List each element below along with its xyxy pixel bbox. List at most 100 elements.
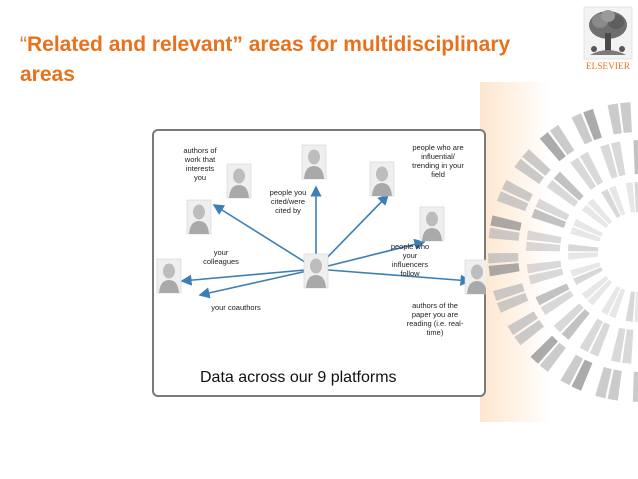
decorative-ray xyxy=(488,253,519,264)
decorative-ray xyxy=(507,311,538,335)
network-diagram xyxy=(156,144,486,299)
decorative-ray xyxy=(561,309,590,340)
decorative-ray xyxy=(497,292,529,313)
label-line: cited by xyxy=(275,206,301,215)
decorative-ray xyxy=(609,185,626,216)
label-authors-of-paper: authors of the paper you are reading (i.… xyxy=(390,301,480,337)
decorative-ray xyxy=(581,204,609,229)
decorative-ray xyxy=(581,275,609,300)
decorative-ray xyxy=(568,252,599,260)
elsevier-wordmark: ELSEVIER xyxy=(585,61,631,71)
decorative-ray xyxy=(634,291,638,322)
decorative-ray xyxy=(634,182,638,213)
decorative-ray xyxy=(539,132,566,162)
decorative-ray xyxy=(632,371,638,402)
label-line: you xyxy=(193,173,207,182)
label-colleagues: your colleagues xyxy=(186,248,256,266)
arrow-to-coauthors xyxy=(198,268,317,299)
decorative-ray xyxy=(600,143,618,179)
person-influencers-follow-icon xyxy=(419,206,445,242)
decorative-ray xyxy=(553,171,584,201)
person-center-icon xyxy=(303,253,329,289)
decorative-ray xyxy=(601,286,621,315)
title-open-quote: “ xyxy=(20,33,27,56)
decorative-ray xyxy=(526,260,562,274)
decorative-ray xyxy=(570,157,597,190)
diagram-caption: Data across our 9 platforms xyxy=(200,369,397,386)
label-line: reading (i.e. real- xyxy=(406,319,464,328)
arrow-to-authors-of-work xyxy=(212,204,317,270)
label-line: people who xyxy=(390,242,430,251)
decorative-ray xyxy=(587,198,613,225)
decorative-ray xyxy=(549,124,575,155)
decorative-ray xyxy=(589,322,611,357)
person-authors-of-work-icon xyxy=(226,163,252,199)
label-line: colleagues xyxy=(203,257,239,266)
decorative-ray xyxy=(553,303,584,333)
label-influencers-follow: people who your influencers follow xyxy=(378,242,442,278)
decorative-ray xyxy=(490,215,522,231)
decorative-ray xyxy=(595,367,612,399)
decorative-ray xyxy=(571,113,593,145)
decorative-ray xyxy=(573,267,603,285)
decorative-ray xyxy=(530,335,558,364)
decorative-ray xyxy=(488,227,520,241)
label-influential: people who are influential/ trending in … xyxy=(398,143,478,179)
label-line: paper you are xyxy=(411,310,459,319)
label-line: field xyxy=(431,170,445,179)
decorative-ray xyxy=(583,108,602,141)
decorative-ray xyxy=(493,283,525,301)
arrow-to-authors-of-paper xyxy=(315,268,472,286)
decorative-ray xyxy=(528,268,564,285)
decorative-ray xyxy=(560,354,584,386)
decorative-ray xyxy=(625,182,635,213)
decorative-ray xyxy=(607,369,622,401)
label-line: influencers xyxy=(391,260,429,269)
decorative-ray xyxy=(526,230,562,244)
label-line: influential/ xyxy=(421,152,455,161)
label-line: trending in your xyxy=(412,161,464,170)
arrow-to-colleagues xyxy=(180,268,317,286)
decorative-ray xyxy=(497,191,529,212)
decorative-ray xyxy=(601,189,621,218)
decorative-ray xyxy=(611,141,626,177)
label-line: people you xyxy=(269,188,307,197)
decorative-radial-pattern xyxy=(480,82,638,422)
label-line: people who are xyxy=(412,143,464,152)
decorative-ray xyxy=(633,140,638,175)
decorative-ray xyxy=(535,283,570,306)
label-line: authors of the xyxy=(412,301,458,310)
slide-title: “Related and relevant” areas for multidi… xyxy=(20,30,565,90)
decorative-ray xyxy=(607,103,622,135)
label-line: work that xyxy=(184,155,216,164)
decorative-ray xyxy=(514,320,544,346)
decorative-ray xyxy=(579,318,603,353)
elsevier-logo: ELSEVIER xyxy=(582,5,634,73)
decorative-ray xyxy=(539,342,566,372)
decorative-ray xyxy=(570,227,601,242)
decorative-ray xyxy=(573,219,603,237)
person-authors-of-paper-icon xyxy=(464,259,486,295)
decorative-ray xyxy=(526,241,561,252)
label-line: cited/were xyxy=(270,197,306,206)
decorative-ray xyxy=(488,263,520,277)
title-text: Related and relevant” areas for multidis… xyxy=(20,33,511,86)
decorative-ray xyxy=(611,327,626,363)
label-line: your xyxy=(402,251,418,260)
decorative-ray xyxy=(571,359,593,391)
decorative-ray xyxy=(622,329,634,364)
decorative-ray xyxy=(522,149,551,176)
person-colleagues-left-icon xyxy=(156,258,182,294)
decorative-ray xyxy=(570,262,601,277)
decorative-ray xyxy=(501,179,533,202)
decorative-ray xyxy=(535,198,570,221)
label-line: time) xyxy=(426,328,444,337)
decorative-ray xyxy=(540,290,574,316)
decorative-ray xyxy=(579,151,603,186)
label-line: your xyxy=(213,248,229,257)
label-coauthors: your coauthors xyxy=(196,303,276,312)
person-influential-icon xyxy=(369,161,395,197)
decorative-ray xyxy=(625,291,635,322)
decorative-ray xyxy=(620,102,632,133)
